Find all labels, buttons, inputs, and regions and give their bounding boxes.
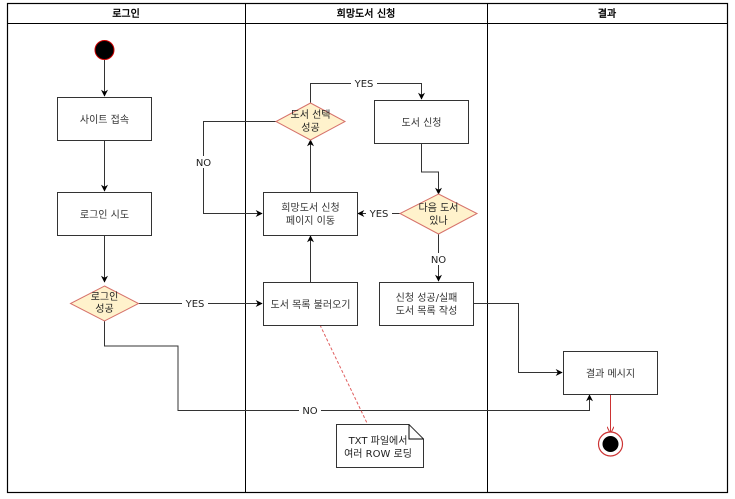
edge-login-no xyxy=(104,320,593,411)
svg-text:사이트 접속: 사이트 접속 xyxy=(80,114,129,126)
svg-text:성공: 성공 xyxy=(95,303,113,315)
edge-labels: YES NO YES NO YES NO xyxy=(182,77,450,417)
svg-text:로그인: 로그인 xyxy=(91,291,119,303)
label-select-no: NO xyxy=(196,158,211,169)
edge-write-to-result xyxy=(473,303,563,376)
svg-text:있나: 있나 xyxy=(429,215,447,227)
svg-text:TXT 파일에서: TXT 파일에서 xyxy=(348,435,408,447)
final-node xyxy=(597,431,624,457)
edge-note-link xyxy=(319,324,368,424)
lane-title-request: 희망도서 신청 xyxy=(337,7,396,20)
action-result-message: 결과 메시지 xyxy=(563,351,658,395)
decision-select-ok: 도서 선택 성공 xyxy=(274,102,347,141)
svg-text:결과 메시지: 결과 메시지 xyxy=(586,368,635,380)
decision-next-book: 다음 도서 있나 xyxy=(398,193,479,235)
svg-text:로그인 시도: 로그인 시도 xyxy=(80,209,129,221)
svg-text:도서 목록 작성: 도서 목록 작성 xyxy=(396,305,458,317)
action-login-try: 로그인 시도 xyxy=(57,192,152,236)
action-request-book: 도서 신청 xyxy=(374,100,469,144)
edge-request-to-next xyxy=(421,143,442,195)
note: TXT 파일에서 여러 ROW 로딩 xyxy=(336,424,424,468)
label-next-no: NO xyxy=(431,255,446,266)
initial-node xyxy=(94,40,115,60)
svg-text:도서 신청: 도서 신청 xyxy=(402,117,442,129)
action-site-access: 사이트 접속 xyxy=(57,97,152,141)
svg-text:희망도서 신청: 희망도서 신청 xyxy=(281,202,339,214)
svg-text:페이지 이동: 페이지 이동 xyxy=(286,215,335,227)
action-go-page: 희망도서 신청 페이지 이동 xyxy=(263,192,358,236)
svg-text:여러 ROW 로딩: 여러 ROW 로딩 xyxy=(344,448,412,460)
decision-login-ok: 로그인 성공 xyxy=(69,285,140,322)
action-load-list: 도서 목록 불러오기 xyxy=(263,282,358,326)
label-next-yes: YES xyxy=(369,209,389,220)
svg-text:도서 선택: 도서 선택 xyxy=(291,109,331,121)
svg-text:신청 성공/실패: 신청 성공/실패 xyxy=(396,292,458,304)
label-login-no: NO xyxy=(302,406,317,417)
svg-text:도서 목록 불러오기: 도서 목록 불러오기 xyxy=(271,299,351,311)
label-login-yes: YES xyxy=(185,299,205,310)
label-select-yes: YES xyxy=(354,79,374,90)
action-write-list: 신청 성공/실패 도서 목록 작성 xyxy=(379,282,474,326)
svg-text:성공: 성공 xyxy=(301,122,319,134)
svg-text:다음 도서: 다음 도서 xyxy=(419,202,459,214)
lane-title-result: 결과 xyxy=(598,7,617,20)
lane-title-login: 로그인 xyxy=(112,7,140,20)
swimlane-frame: 로그인 희망도서 신청 결과 xyxy=(6,2,729,494)
